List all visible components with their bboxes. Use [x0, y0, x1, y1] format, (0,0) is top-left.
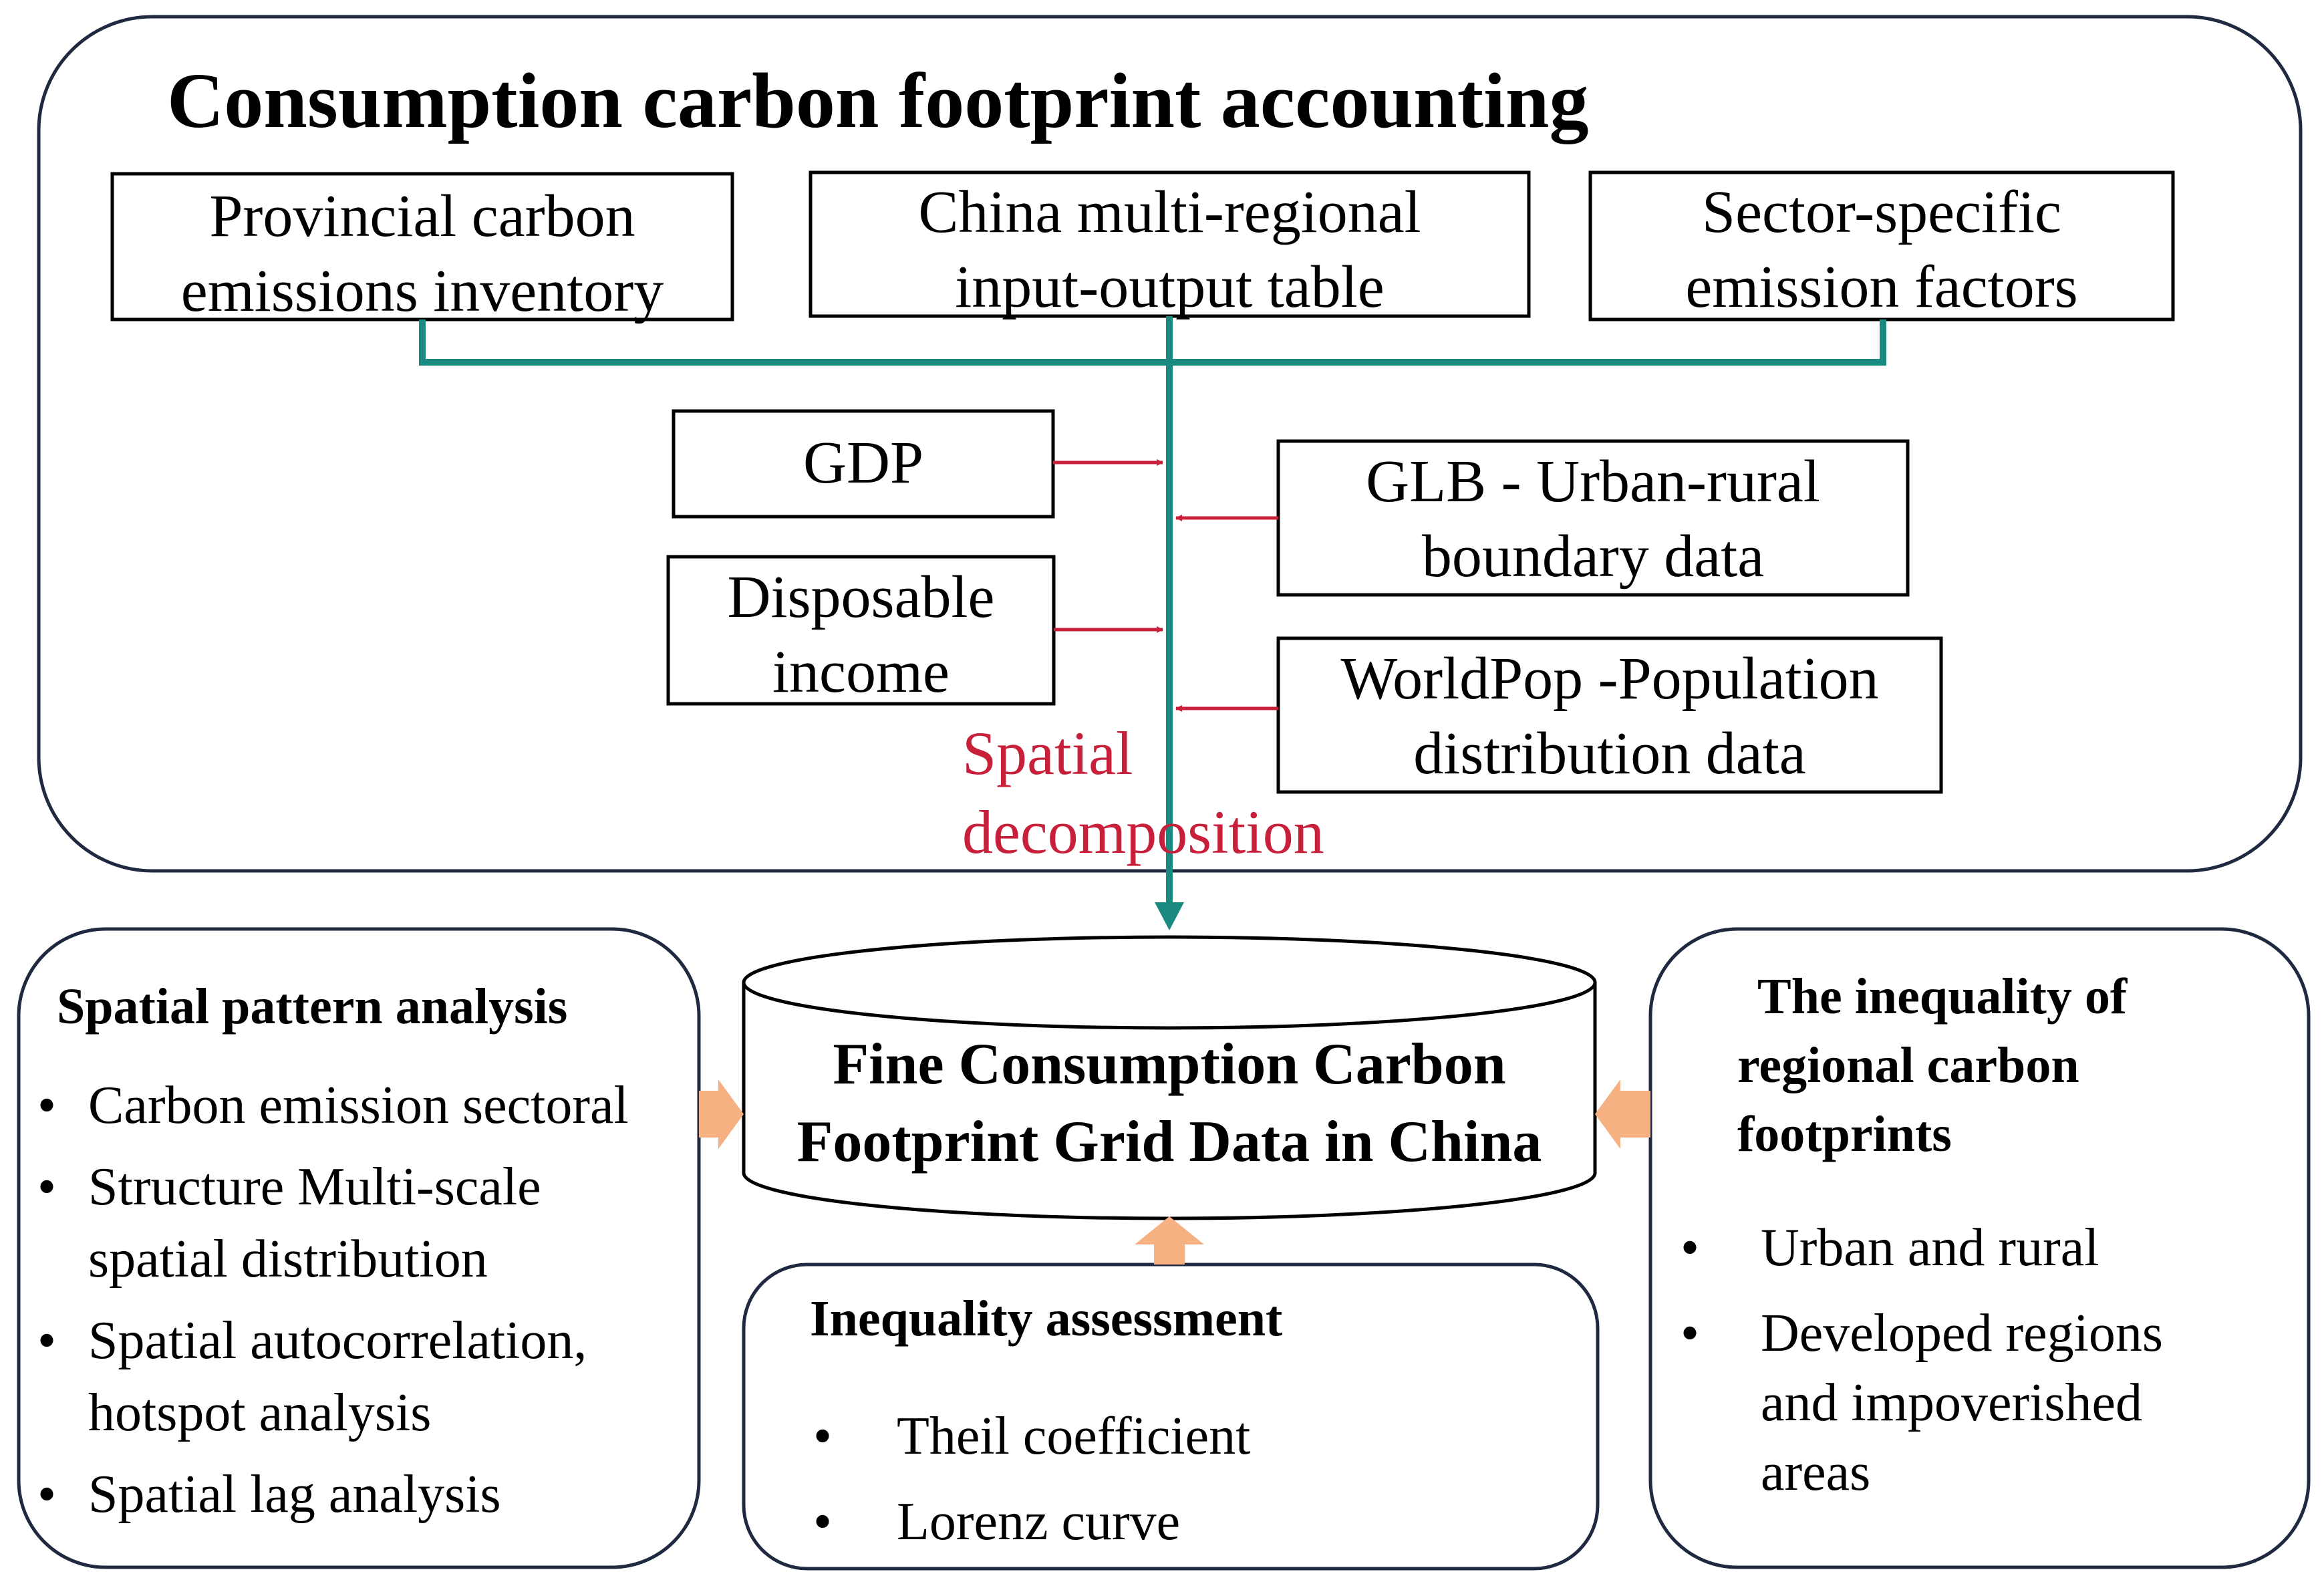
provincial-inventory-text: Provincial carbon emissions inventory: [112, 179, 732, 329]
bullet: •: [1681, 1218, 1700, 1277]
income-box: [666, 555, 1056, 706]
gdp-box: [672, 409, 1055, 519]
item-line: Urban and rural: [1761, 1218, 2099, 1277]
list-item: • Spatial autocorrelation, hotspot analy…: [37, 1305, 629, 1449]
regional-inequality-panel: [1648, 927, 2311, 1569]
decomposition-line-2: decomposition: [962, 798, 1324, 866]
item-line: Structure Multi-scale: [88, 1158, 541, 1216]
glb-line-1: GLB - Urban-rural: [1366, 448, 1820, 515]
list-item: • Spatial lag analysis: [37, 1458, 629, 1531]
income-line-2: income: [772, 639, 950, 705]
income-text: Disposable income: [668, 560, 1054, 710]
left-orange-arrow: [699, 1079, 744, 1149]
bullet: •: [37, 1076, 57, 1135]
input-connector: [419, 319, 1886, 366]
spatial-decomposition-label: Spatial decomposition: [962, 714, 1324, 872]
item-line: hotspot analysis: [88, 1383, 432, 1442]
glb-line-2: boundary data: [1421, 523, 1765, 589]
emission-factors-text: Sector-specific emission factors: [1590, 175, 2173, 325]
spatial-pattern-list: • Carbon emission sectoral • Structure M…: [37, 1069, 629, 1531]
item-line: spatial distribution: [88, 1230, 488, 1289]
item-line: and impoverished: [1761, 1373, 2142, 1432]
worldpop-line-1: WorldPop -Population: [1340, 646, 1879, 712]
diagram-title: Consumption carbon footprint accounting: [167, 57, 1589, 144]
factors-line-1: Sector-specific: [1702, 179, 2061, 245]
list-item: • Lorenz curve: [813, 1479, 1250, 1565]
bullet: •: [1681, 1304, 1700, 1363]
provincial-line-1: Provincial carbon: [209, 183, 635, 249]
database-line-2: Footprint Grid Data in China: [796, 1109, 1542, 1174]
item-line: Theil coefficient: [897, 1407, 1251, 1466]
database-cylinder-top: [742, 935, 1597, 1030]
item-line: Lorenz curve: [897, 1492, 1181, 1551]
list-item: • Structure Multi-scale spatial distribu…: [37, 1151, 629, 1295]
mrio-table-box: [809, 170, 1531, 318]
bullet: •: [37, 1465, 57, 1524]
spatial-pattern-panel: [17, 927, 701, 1569]
list-item: • Developed regions and impoverished are…: [1681, 1299, 2164, 1507]
list-item: • Urban and rural: [1681, 1213, 2163, 1283]
bullet: •: [37, 1311, 57, 1370]
regional-inequality-title: The inequality of regional carbon footpr…: [1737, 962, 2127, 1169]
regional-title-line-2: regional carbon: [1737, 1037, 2079, 1093]
emission-factors-box: [1588, 170, 2175, 321]
right-orange-arrow: [1595, 1079, 1650, 1149]
bullet: •: [813, 1407, 833, 1466]
glb-text: GLB - Urban-rural boundary data: [1278, 444, 1908, 594]
list-item: • Theil coefficient: [813, 1394, 1251, 1479]
provincial-line-2: emissions inventory: [180, 258, 664, 324]
database-line-1: Fine Consumption Carbon: [833, 1032, 1506, 1097]
item-line: areas: [1761, 1443, 1871, 1502]
bullet: •: [37, 1158, 57, 1216]
factors-line-2: emission factors: [1685, 254, 2078, 320]
mrio-line-1: China multi-regional: [918, 179, 1421, 245]
item-line: Spatial autocorrelation,: [88, 1311, 587, 1370]
inequality-assessment-list: • Theil coefficient • Lorenz curve: [813, 1394, 1251, 1565]
trunk-arrowhead: [1155, 902, 1184, 930]
gdp-text: GDP: [803, 430, 924, 496]
item-line: Developed regions: [1761, 1304, 2164, 1363]
regional-inequality-list: • Urban and rural • Developed regions an…: [1681, 1213, 2164, 1507]
income-line-1: Disposable: [727, 564, 995, 630]
inequality-assessment-title: Inequality assessment: [810, 1291, 1283, 1347]
item-line: Carbon emission sectoral: [88, 1076, 629, 1135]
glb-box: [1276, 439, 1910, 597]
list-item: • Carbon emission sectoral: [37, 1069, 629, 1142]
worldpop-text: WorldPop -Population distribution data: [1278, 642, 1941, 791]
decomposition-line-1: Spatial: [962, 719, 1133, 787]
regional-title-line-3: footprints: [1737, 1106, 1952, 1162]
bullet: •: [813, 1492, 833, 1551]
mrio-table-text: China multi-regional input-output table: [811, 175, 1529, 325]
spatial-pattern-title: Spatial pattern analysis: [57, 978, 568, 1035]
database-title: Fine Consumption Carbon Footprint Grid D…: [744, 1026, 1595, 1181]
bottom-orange-arrow: [1135, 1216, 1204, 1265]
regional-title-line-1: The inequality of: [1757, 968, 2128, 1025]
worldpop-box: [1276, 636, 1943, 794]
item-line: Spatial lag analysis: [88, 1465, 501, 1524]
mrio-line-2: input-output table: [955, 254, 1385, 320]
worldpop-line-2: distribution data: [1413, 720, 1806, 787]
